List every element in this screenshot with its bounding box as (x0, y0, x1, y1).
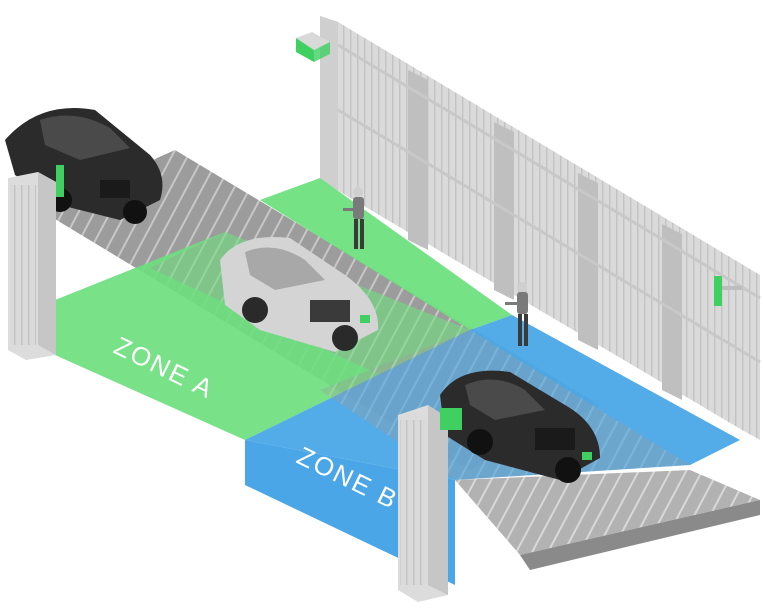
entrance-pillar-left (8, 165, 64, 360)
wall-pillar (578, 173, 598, 350)
car-light-center (220, 236, 379, 352)
wall-pillar (408, 70, 428, 250)
wall-pillar (662, 224, 682, 400)
sensor-icon (56, 165, 64, 197)
wall-pillar (494, 122, 514, 300)
sensor-icon (360, 315, 370, 323)
car-dark-front (440, 370, 600, 483)
sensor-icon (296, 32, 330, 62)
sensor-icon (440, 408, 462, 430)
sensor-icon (582, 452, 592, 460)
worker-icon (343, 187, 364, 249)
sensor-icon (714, 276, 742, 306)
entrance-pillar-front (398, 405, 462, 602)
worker-icon (505, 282, 528, 346)
back-wall (320, 16, 761, 440)
